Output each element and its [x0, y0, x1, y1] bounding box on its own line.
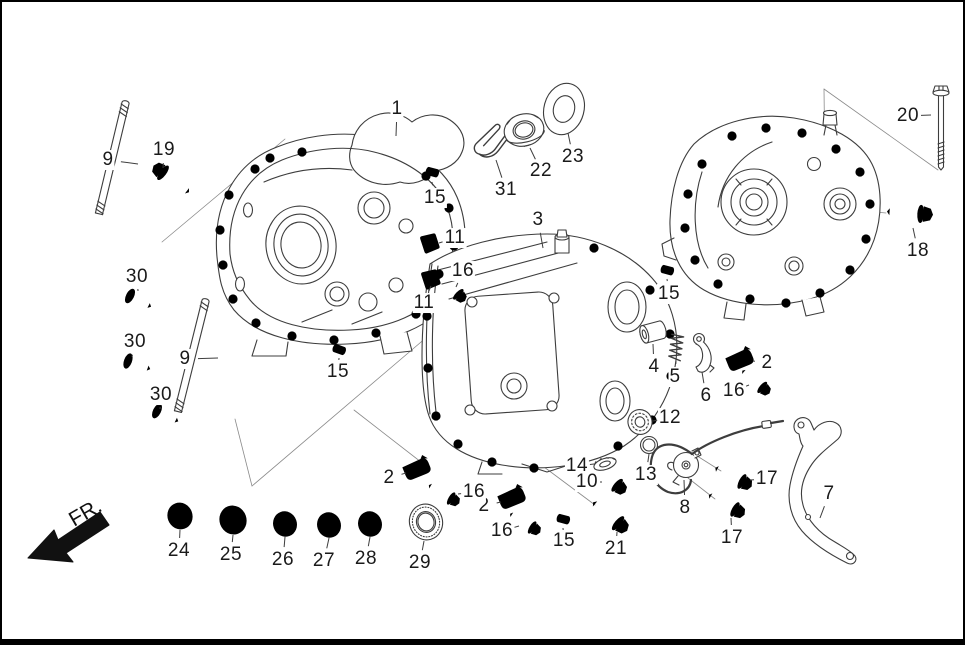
- washer-23-drawing: [538, 79, 590, 140]
- part-callout-30: 30: [148, 384, 174, 406]
- part-callout-18: 18: [905, 240, 931, 262]
- crankcase-center-drawing: [422, 230, 677, 474]
- leader-line: [197, 357, 219, 360]
- leader-line: [326, 537, 330, 549]
- roller-4-drawing: [638, 320, 668, 344]
- part-callout-5: 5: [668, 366, 682, 388]
- leader-line: [912, 227, 916, 239]
- leader-line: [455, 282, 459, 288]
- part-callout-16: 16: [721, 380, 747, 402]
- leader-line: [421, 540, 425, 551]
- part-callout-19: 19: [151, 139, 177, 161]
- part-callout-9: 9: [101, 149, 115, 171]
- spring-5-drawing: [668, 334, 683, 360]
- part-callout-15: 15: [551, 530, 577, 552]
- bearing-12-drawing: [625, 406, 656, 437]
- part-callout-25: 25: [218, 544, 244, 566]
- leader-line: [529, 147, 536, 160]
- part-callout-15: 15: [325, 361, 351, 383]
- part-callout-17: 17: [754, 468, 780, 490]
- locknut-22-drawing: [501, 109, 548, 150]
- part-callout-26: 26: [270, 549, 296, 571]
- part-callout-31: 31: [493, 179, 519, 201]
- leader-line: [120, 161, 139, 165]
- leader-line: [514, 525, 520, 528]
- part-callout-8: 8: [678, 497, 692, 519]
- sealing-washer-14-drawing: [592, 454, 618, 473]
- leader-line: [367, 536, 371, 547]
- part-callout-30: 30: [122, 331, 148, 353]
- part-callout-23: 23: [560, 146, 586, 168]
- leader-line: [539, 232, 544, 249]
- part-callout-24: 24: [166, 540, 192, 562]
- leader-line: [401, 472, 407, 475]
- bottom-border-bar: [2, 639, 963, 645]
- part-callout-2: 2: [760, 352, 774, 374]
- part-callout-20: 20: [895, 105, 921, 127]
- part-callout-9: 9: [178, 348, 192, 370]
- crankcase-left-drawing: [215, 113, 465, 356]
- part-callout-28: 28: [353, 548, 379, 570]
- o-ring-13-drawing: [641, 437, 658, 454]
- part-callout-1: 1: [390, 98, 404, 120]
- leader-line: [701, 371, 705, 384]
- part-callout-21: 21: [603, 538, 629, 560]
- leader-line: [495, 159, 503, 178]
- part-callout-4: 4: [647, 356, 661, 378]
- part-callout-2: 2: [382, 467, 396, 489]
- leader-line: [647, 453, 650, 463]
- bolt-20-drawing: [933, 86, 949, 170]
- leader-line: [395, 121, 398, 137]
- leader-line: [438, 241, 443, 244]
- oil-seal-29-drawing: [405, 500, 446, 543]
- leader-line: [496, 501, 502, 504]
- part-callout-13: 13: [633, 464, 659, 486]
- crankcase-right-drawing: [662, 110, 880, 320]
- part-callout-16: 16: [461, 481, 487, 503]
- part-callout-15: 15: [656, 283, 682, 305]
- part-callout-3: 3: [531, 209, 545, 231]
- guide-plate-7-drawing: [789, 418, 856, 564]
- part-callout-11: 11: [412, 292, 436, 314]
- part-callout-10: 10: [574, 471, 600, 493]
- leader-line: [683, 479, 686, 496]
- leader-line: [819, 505, 825, 519]
- cam-plate-8-drawing: [668, 448, 701, 485]
- part-callout-29: 29: [407, 552, 433, 574]
- part-callout-14: 14: [564, 455, 590, 477]
- leader-line: [231, 534, 234, 543]
- part-callout-16: 16: [450, 260, 476, 282]
- part-callout-30: 30: [124, 266, 150, 288]
- stud-9b-drawing: [174, 298, 210, 413]
- arm-6-drawing: [694, 334, 715, 373]
- part-callout-6: 6: [699, 385, 713, 407]
- part-callout-17: 17: [719, 527, 745, 549]
- leader-line: [745, 384, 750, 387]
- part-callout-7: 7: [822, 483, 836, 505]
- part-callout-27: 27: [311, 550, 337, 572]
- leader-line: [283, 536, 286, 548]
- part-callout-16: 16: [489, 520, 515, 542]
- leader-line: [652, 419, 658, 422]
- part-callout-11: 11: [443, 227, 467, 249]
- part-callout-12: 12: [657, 407, 683, 429]
- leader-line: [431, 181, 434, 186]
- part-callout-22: 22: [528, 160, 554, 182]
- leader-line: [567, 132, 571, 145]
- leader-line: [428, 285, 432, 292]
- part-callout-15: 15: [422, 187, 448, 209]
